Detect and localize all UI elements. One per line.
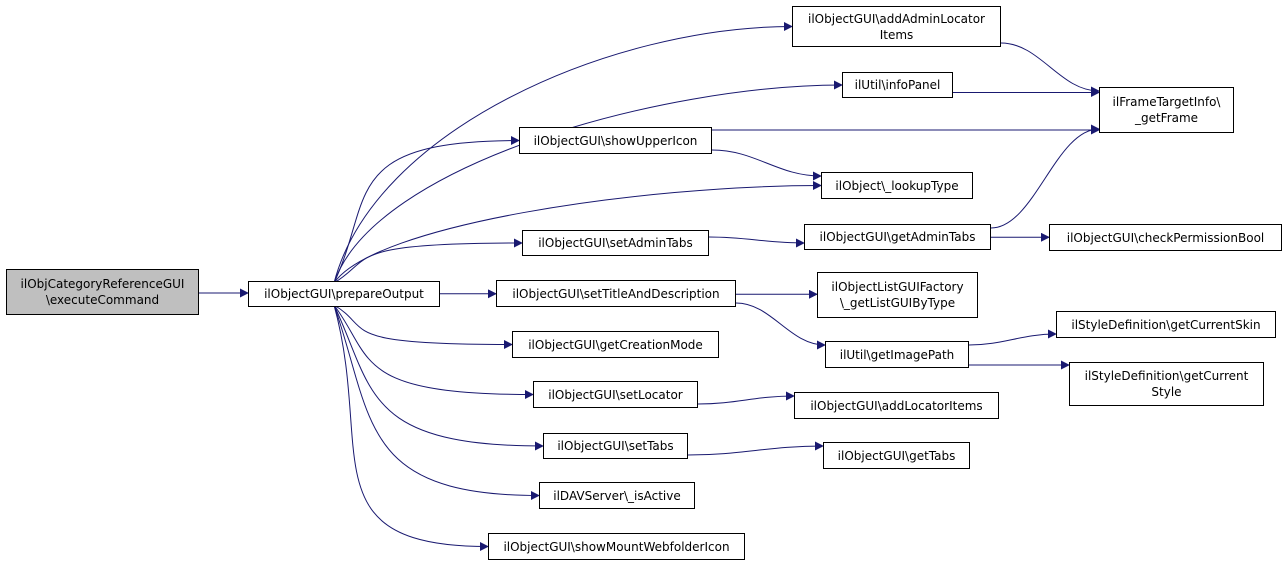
node-check-permission-bool[interactable]: ilObjectGUI\checkPermissionBool xyxy=(1049,224,1282,251)
node-label-line: ilObjCategoryReferenceGUI xyxy=(20,277,185,291)
node-label-line: ilObjectGUI\checkPermissionBool xyxy=(1066,230,1265,245)
call-edge-prepare_output-to-get_creation_mode xyxy=(333,304,513,349)
node-label-line: ilObjectGUI\setLocator xyxy=(548,387,683,402)
call-edge-prepare_output-to-set_tabs xyxy=(333,304,544,451)
node-label-line: ilObjectGUI\setTitleAndDescription xyxy=(512,286,720,301)
node-label-line: ilObjectGUI\getCreationMode xyxy=(528,337,703,352)
call-edge-get_image_path-to-get_current_skin xyxy=(968,329,1057,346)
call-edge-get_admin_tabs-to-get_frame xyxy=(990,124,1100,229)
node-info-panel[interactable]: ilUtil\infoPanel xyxy=(842,72,953,98)
node-label-line: ilObjectGUI\showMountWebfolderIcon xyxy=(503,539,730,554)
node-get-current-skin[interactable]: ilStyleDefinition\getCurrentSkin xyxy=(1056,311,1276,338)
node-label-line: ilObject\_lookupType xyxy=(835,178,959,193)
call-edge-set_tabs-to-get_tabs xyxy=(687,441,824,456)
node-label-line: ilObjectGUI\showUpperIcon xyxy=(533,133,698,148)
node-label-line: ilStyleDefinition\getCurrentSkin xyxy=(1071,317,1261,332)
node-get-creation-mode[interactable]: ilObjectGUI\getCreationMode xyxy=(512,331,719,358)
node-label-line: \_getListGUIByType xyxy=(839,296,956,310)
call-edge-prepare_output-to-set_locator xyxy=(333,304,534,399)
node-get-tabs[interactable]: ilObjectGUI\getTabs xyxy=(823,442,970,469)
node-execute-command[interactable]: ilObjCategoryReferenceGUI \executeComman… xyxy=(6,269,199,315)
node-label-line: _getFrame xyxy=(1134,111,1199,125)
call-edge-set_title_and_description-to-get_image_path xyxy=(735,302,826,350)
call-edge-prepare_output-to-add_admin_locator_items xyxy=(333,22,793,284)
node-label-line: ilFrameTargetInfo\ xyxy=(1112,95,1221,109)
node-label-line: ilUtil\getImagePath xyxy=(839,347,955,362)
node-get-frame[interactable]: ilFrameTargetInfo\ _getFrame xyxy=(1099,87,1234,133)
node-set-tabs[interactable]: ilObjectGUI\setTabs xyxy=(543,433,688,459)
node-label-line: ilDAVServer\_isActive xyxy=(553,488,681,503)
call-edge-show_upper_icon-to-lookup_type xyxy=(711,149,822,181)
call-edge-prepare_output-to-set_admin_tabs xyxy=(333,238,523,284)
node-label-line: ilObjectGUI\setAdminTabs xyxy=(538,236,693,250)
node-show-upper-icon[interactable]: ilObjectGUI\showUpperIcon xyxy=(519,127,712,154)
node-set-locator[interactable]: ilObjectGUI\setLocator xyxy=(533,381,698,408)
node-get-current-style[interactable]: ilStyleDefinition\getCurrent Style xyxy=(1069,362,1264,406)
node-show-mount-webfolder-icon[interactable]: ilObjectGUI\showMountWebfolderIcon xyxy=(488,533,745,560)
node-set-title-and-description[interactable]: ilObjectGUI\setTitleAndDescription xyxy=(496,280,736,307)
call-edge-set_locator-to-add_locator_items xyxy=(697,391,795,405)
call-edge-prepare_output-to-dav_is_active xyxy=(333,304,540,500)
node-label-line: ilObjectGUI\addLocatorItems xyxy=(810,398,983,413)
node-label-line: ilObjectGUI\prepareOutput xyxy=(264,287,424,301)
node-label-line: ilObjectGUI\setTabs xyxy=(557,439,674,453)
node-add-admin-locator-items[interactable]: ilObjectGUI\addAdminLocator Items xyxy=(792,6,1001,47)
node-label-line: ilUtil\infoPanel xyxy=(854,78,941,92)
node-get-image-path[interactable]: ilUtil\getImagePath xyxy=(825,341,969,368)
call-edge-set_admin_tabs-to-get_admin_tabs xyxy=(708,236,805,248)
node-label-line: Items xyxy=(879,27,914,42)
node-label-line: \executeCommand xyxy=(45,293,160,307)
call-edge-prepare_output-to-show_upper_icon xyxy=(333,136,520,284)
node-label-line: ilObjectGUI\getTabs xyxy=(837,448,956,463)
call-edge-add_admin_locator_items-to-get_frame xyxy=(1000,42,1100,96)
node-dav-is-active[interactable]: ilDAVServer\_isActive xyxy=(539,482,695,509)
call-edge-prepare_output-to-show_mount_webfolder_icon xyxy=(333,304,489,551)
node-get-admin-tabs[interactable]: ilObjectGUI\getAdminTabs xyxy=(804,224,991,250)
node-lookup-type[interactable]: ilObject\_lookupType xyxy=(821,172,973,199)
node-label-line: Style xyxy=(1151,385,1182,399)
node-label-line: ilObjectGUI\addAdminLocator xyxy=(808,11,985,26)
node-label-line: ilObjectGUI\getAdminTabs xyxy=(819,230,976,244)
node-label-line: ilStyleDefinition\getCurrent xyxy=(1084,369,1249,383)
node-label-line: ilObjectListGUIFactory xyxy=(831,280,964,294)
node-set-admin-tabs[interactable]: ilObjectGUI\setAdminTabs xyxy=(522,230,709,256)
node-get-list-gui-by-type[interactable]: ilObjectListGUIFactory \_getListGUIByTyp… xyxy=(817,272,978,318)
node-prepare-output[interactable]: ilObjectGUI\prepareOutput xyxy=(248,281,440,307)
node-add-locator-items[interactable]: ilObjectGUI\addLocatorItems xyxy=(794,392,999,419)
